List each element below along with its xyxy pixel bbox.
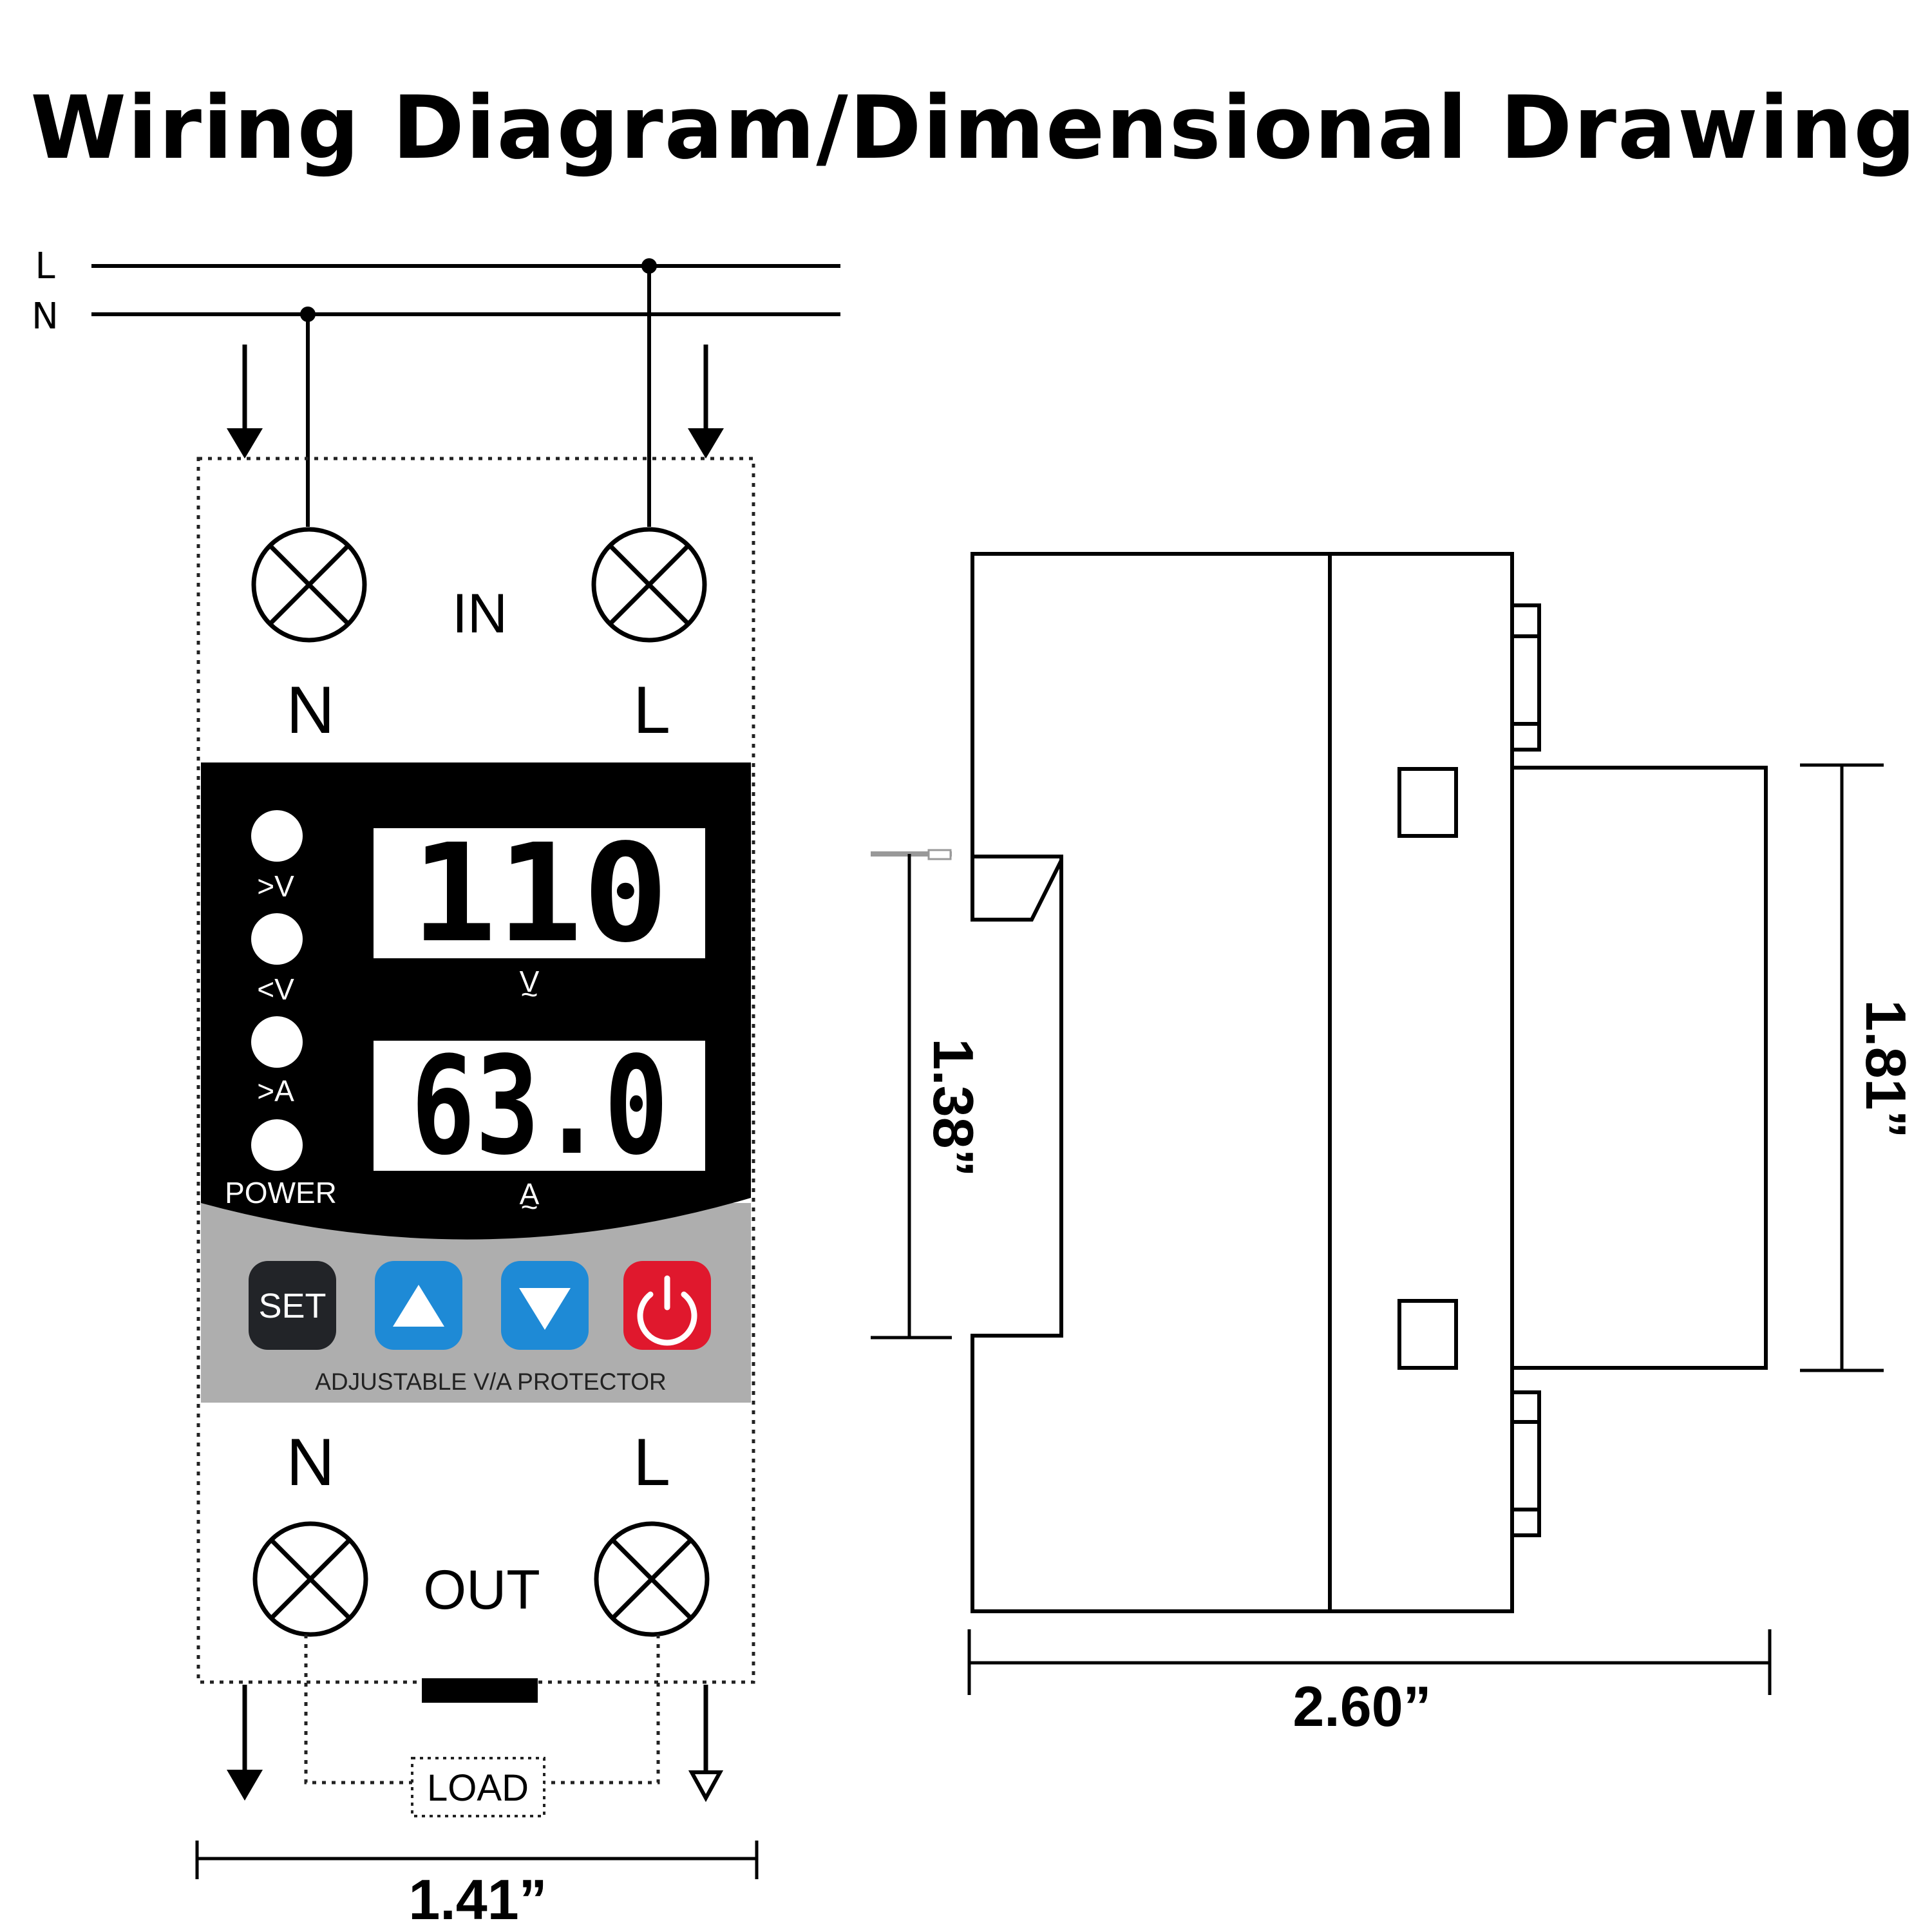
current-unit: A (520, 1177, 540, 1211)
side-tab-top-b (1510, 722, 1541, 752)
load-loop: LOAD (304, 1634, 660, 1817)
side-tab-bottom-a (1510, 1390, 1541, 1424)
side-square-top (1397, 767, 1458, 838)
side-body-outline (971, 552, 1514, 1613)
protector-label: ADJUSTABLE V/A PROTECTOR (315, 1368, 667, 1395)
side-clip (971, 857, 1063, 922)
side-front-face (1510, 766, 1768, 1370)
out-terminal-n-label: N (286, 1425, 334, 1500)
terminal-in-l-cross-b (608, 544, 690, 626)
led-label-undervoltage: <V (257, 972, 294, 1006)
load-box (411, 1757, 545, 1817)
load-label: LOAD (427, 1767, 529, 1809)
side-square-bottom (1397, 1299, 1458, 1370)
dimension-body-height: 1.81” (1800, 763, 1918, 1372)
dimension-depth: 2.60” (967, 1629, 1772, 1738)
current-readout: 63.0 (411, 1027, 668, 1185)
dim-rail-tick-top-end (927, 849, 952, 860)
arrow-in-right-head (688, 428, 724, 459)
bus-n-label: N (32, 296, 59, 337)
arrow-out-left-head (227, 1770, 263, 1801)
in-label: IN (452, 583, 507, 645)
power-icon (637, 1275, 697, 1346)
led-label-overvoltage: >V (257, 869, 294, 903)
in-terminal-l-label: L (633, 673, 670, 748)
down-arrow-icon (519, 1288, 571, 1330)
side-tab-bottom-b (1510, 1508, 1541, 1537)
out-terminal-l-label: L (633, 1425, 670, 1500)
output-terminals: N L OUT (252, 1425, 710, 1637)
led-overcurrent (251, 1016, 303, 1068)
dim-rail-height-label: 1.38” (922, 1038, 985, 1177)
bus-l-label: L (35, 245, 55, 287)
voltage-readout: 110 (411, 815, 668, 972)
up-arrow-icon (393, 1285, 444, 1327)
led-label-power: POWER (225, 1176, 337, 1209)
front-panel: >V <V >A POWER 110 V ~ 63.0 A ~ SET ADJU… (201, 762, 751, 1403)
side-view (971, 552, 1768, 1613)
set-button-label: SET (258, 1287, 326, 1325)
dimension-rail-height: 1.38” (871, 849, 985, 1340)
current-ac-mark: ~ (521, 1190, 538, 1224)
led-overvoltage (251, 810, 303, 862)
led-undervoltage (251, 913, 303, 965)
in-terminal-n-label: N (286, 673, 334, 748)
bus-lines: L N (32, 245, 840, 527)
dim-front-width-label: 1.41” (408, 1868, 547, 1931)
out-label: OUT (423, 1559, 540, 1621)
arrow-out-right-head (688, 1770, 724, 1803)
din-clip (422, 1678, 538, 1703)
set-button[interactable] (249, 1261, 336, 1350)
dimension-front-width: 1.41” (195, 1841, 759, 1931)
input-arrows (227, 345, 724, 459)
load-wire-left (304, 1634, 412, 1785)
voltage-ac-mark: ~ (521, 978, 538, 1011)
page-title: Wiring Diagram/Dimensional Drawing (30, 77, 1917, 178)
voltage-unit: V (520, 965, 540, 998)
input-terminals: IN N L (251, 527, 707, 748)
arrow-in-left-head (227, 428, 263, 459)
side-tab-top-a (1510, 603, 1541, 638)
terminal-out-n-cross-b (269, 1538, 352, 1620)
dim-depth-label: 2.60” (1293, 1674, 1431, 1738)
led-power (251, 1119, 303, 1171)
current-display (374, 1041, 705, 1171)
led-label-overcurrent: >A (257, 1074, 294, 1108)
terminal-out-l-cross-b (611, 1538, 693, 1620)
terminal-in-n-cross-b (268, 544, 350, 626)
output-arrows (227, 1685, 724, 1803)
voltage-display (374, 828, 705, 958)
dim-body-height-label: 1.81” (1854, 999, 1918, 1138)
load-wire-right (544, 1634, 660, 1785)
